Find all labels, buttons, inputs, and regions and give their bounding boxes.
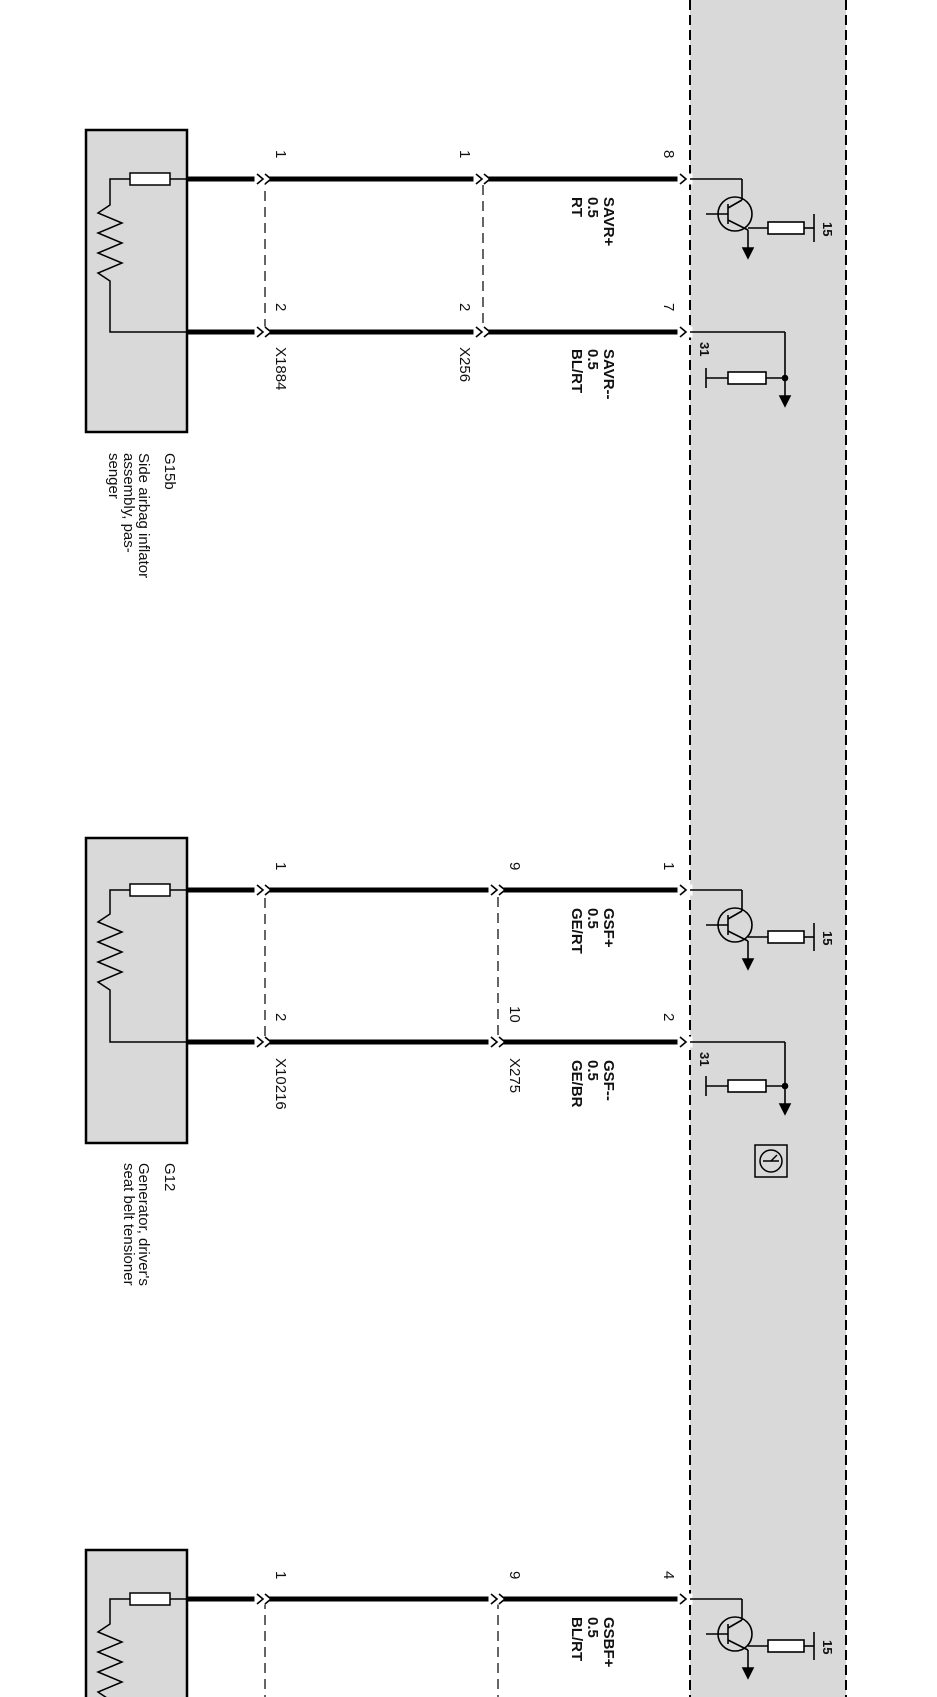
wire-b-size: 0.5 <box>584 1060 601 1081</box>
diagnostic-symbol-icon <box>754 1144 788 1178</box>
ground-terminal-label: 31 <box>697 342 712 356</box>
circuit-g15b: 15 31 1 2 1 2 8 7 X1884 X256 SAVR+ 0.5 R… <box>84 128 835 578</box>
outer-pin-b: 2 <box>272 303 289 311</box>
mid-pin-a: 9 <box>506 1571 523 1579</box>
cu-pin-a: 8 <box>660 150 677 158</box>
component-box <box>84 128 189 434</box>
mid-connector-label: X256 <box>456 347 473 382</box>
wire-b-name: GSF-- <box>600 1060 617 1101</box>
ground-terminal-label: 31 <box>697 1052 712 1066</box>
ground-pulldown <box>690 1041 792 1116</box>
mid-pin-a: 9 <box>506 862 523 870</box>
control-unit <box>689 0 847 1697</box>
component-desc-line-2: assembly, pas- <box>120 453 137 553</box>
mid-pin-a: 1 <box>456 150 473 158</box>
cu-pin-b: 7 <box>660 303 677 311</box>
wire-b-color: BL/RT <box>568 349 585 393</box>
wire-a-color: BL/RT <box>568 1617 585 1661</box>
transistor-driver <box>690 889 815 971</box>
outer-pin-a: 1 <box>272 150 289 158</box>
mid-connector-label: X275 <box>506 1058 523 1093</box>
component-desc-line-1: Side airbag inflator <box>135 453 152 578</box>
wire-a-size: 0.5 <box>584 908 601 929</box>
circuit-gsbf: 15 1 9 4 GSBF+ 0.5 BL/RT <box>84 1548 835 1697</box>
component-desc-line-1: Generator, driver's <box>135 1163 152 1286</box>
supply-terminal-label: 15 <box>820 222 835 236</box>
mid-pin-b: 10 <box>506 1006 523 1023</box>
wire-a-name: GSBF+ <box>600 1617 617 1668</box>
outer-pin-b: 2 <box>272 1013 289 1021</box>
wire-a-size: 0.5 <box>584 197 601 218</box>
outer-pin-a: 1 <box>272 862 289 870</box>
wire-a-color: RT <box>568 197 585 217</box>
circuit-g12: 15 31 1 2 9 10 1 2 X10216 X275 GSF+ 0.5 <box>84 836 835 1286</box>
wire-a-color: GE/RT <box>568 908 585 954</box>
outer-pin-a: 1 <box>272 1571 289 1579</box>
wire-b-color: GE/BR <box>568 1060 585 1108</box>
cu-pin-a: 1 <box>660 862 677 870</box>
component-box <box>84 836 189 1145</box>
transistor-driver <box>690 178 815 260</box>
component-id: G15b <box>161 453 178 490</box>
component-id: G12 <box>161 1163 178 1191</box>
outer-connector-label: X1884 <box>272 347 289 390</box>
supply-terminal-label: 15 <box>820 1640 835 1654</box>
connector-chevrons <box>254 173 693 338</box>
supply-terminal-label: 15 <box>820 931 835 945</box>
wire-b-size: 0.5 <box>584 349 601 370</box>
wire-b-name: SAVR-- <box>600 349 617 400</box>
component-desc-line-3: senger <box>105 453 122 499</box>
cu-pin-b: 2 <box>660 1013 677 1021</box>
mid-pin-b: 2 <box>456 303 473 311</box>
transistor-driver <box>690 1598 815 1680</box>
wire-a-name: SAVR+ <box>600 197 617 247</box>
outer-connector-label: X10216 <box>272 1058 289 1110</box>
component-desc-line-2: seat belt tensioner <box>120 1163 137 1286</box>
component-box <box>84 1548 189 1697</box>
wire-a-name: GSF+ <box>600 908 617 948</box>
wire-a-size: 0.5 <box>584 1617 601 1638</box>
cu-pin-a: 4 <box>660 1571 677 1579</box>
ground-pulldown <box>690 331 792 408</box>
